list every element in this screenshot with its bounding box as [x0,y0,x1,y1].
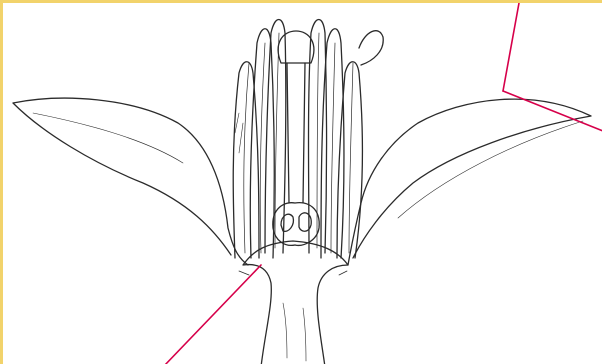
right-petal [348,99,591,265]
receptacle [243,241,348,364]
pointer-line-petal-tip [503,91,602,131]
ovary [273,203,319,246]
left-stamens [233,20,286,259]
pointer-line-petal [503,3,519,91]
flower-drawing [3,3,602,364]
left-petal [13,98,248,265]
style [287,63,305,203]
pointer-line-receptacle [163,265,261,364]
